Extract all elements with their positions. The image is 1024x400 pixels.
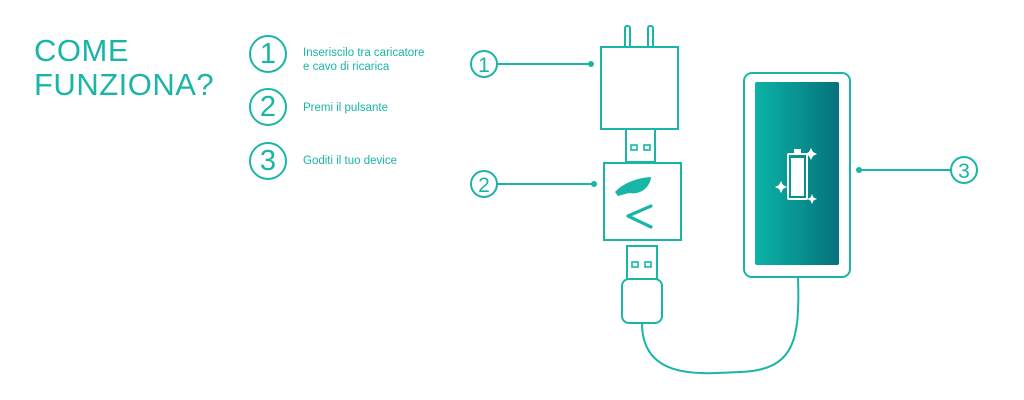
- page-title-line1: COME: [34, 33, 129, 68]
- callout-2-number: 2: [478, 174, 490, 197]
- callout-3: 3: [856, 156, 978, 184]
- step-3: 3 Goditi il tuo device: [249, 140, 479, 190]
- step-3-text: Goditi il tuo device: [303, 155, 397, 167]
- step-1-text: Inseriscilo tra caricatore e cavo di ric…: [303, 46, 473, 74]
- callout-1: 1: [470, 50, 594, 78]
- sparkle-icon: [805, 148, 817, 160]
- wall-charger: [600, 46, 679, 130]
- callout-3-number: 3: [958, 160, 970, 183]
- cable-head: [621, 278, 663, 324]
- usb-connector-bottom: [626, 245, 658, 280]
- power-plug-icon: [624, 25, 654, 49]
- page-title: COME FUNZIONA?: [34, 34, 214, 102]
- leaf-logo-icon: [615, 177, 651, 196]
- charging-cable: [641, 276, 800, 375]
- smartphone: [743, 72, 851, 278]
- battery-icon: [787, 149, 808, 200]
- page-title-line2: FUNZIONA?: [34, 67, 215, 102]
- sparkle-icon: [775, 181, 787, 193]
- step-1-line1: Inseriscilo tra caricatore: [303, 47, 425, 59]
- step-3-number: 3: [249, 142, 287, 180]
- step-1: 1 Inseriscilo tra caricatore e cavo di r…: [249, 30, 479, 80]
- chevron-left-icon: [626, 204, 653, 229]
- step-2-text: Premi il pulsante: [303, 102, 389, 114]
- step-2: 2 Premi il pulsante: [249, 85, 479, 135]
- sparkle-icon: [807, 194, 817, 204]
- step-1-line2: e cavo di ricarica: [303, 61, 390, 73]
- step-2-number: 2: [249, 88, 287, 126]
- usb-connector-top: [625, 128, 656, 163]
- callout-1-number: 1: [478, 54, 490, 77]
- callout-2: 2: [470, 170, 597, 198]
- step-1-number: 1: [249, 35, 287, 73]
- smart-adapter-device: [603, 162, 682, 241]
